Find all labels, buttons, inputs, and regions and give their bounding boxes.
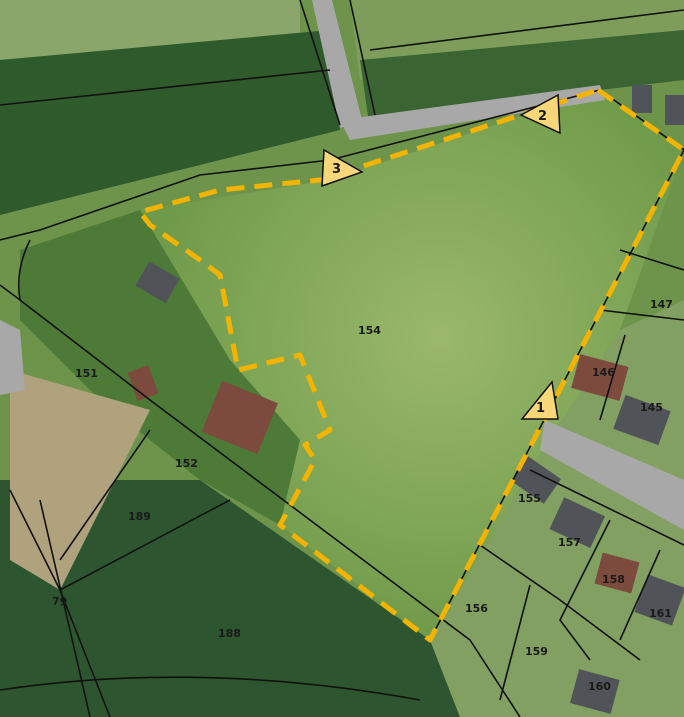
lower-forest (0, 480, 460, 717)
marker-3-flag (321, 148, 364, 188)
parcel-label-79: 79 (52, 595, 67, 608)
parcel-label-157: 157 (558, 536, 581, 549)
parcel-label-147: 147 (650, 298, 673, 311)
marker-2-label: 2 (538, 109, 547, 124)
central-meadow (140, 90, 684, 640)
house-161 (634, 574, 684, 626)
house-145 (613, 394, 671, 446)
survey-boundary (137, 87, 684, 643)
parcel-label-161: 161 (649, 607, 672, 620)
parcel-label-152: 152 (175, 457, 198, 470)
parcel-label-151: 151 (75, 367, 98, 380)
parcel-label-188: 188 (218, 627, 241, 640)
parcel-label-189: 189 (128, 510, 151, 523)
parcel-label-159: 159 (525, 645, 548, 658)
building-large (201, 380, 278, 455)
upper-forest (0, 30, 340, 215)
marker-1-label: 1 (536, 401, 545, 416)
marker-2[interactable]: 2 (519, 93, 561, 135)
marker-1[interactable]: 1 (520, 380, 559, 420)
house-146 (571, 354, 629, 401)
house-158 (594, 552, 640, 594)
upper-right-forest (360, 30, 684, 130)
road-east-west (340, 85, 605, 140)
road-north (312, 0, 362, 128)
road-residential (540, 420, 684, 530)
house-top-right (632, 85, 652, 113)
residential-area (430, 300, 684, 717)
parcel-label-155: 155 (518, 492, 541, 505)
house-157 (549, 497, 606, 549)
lower-left-field (10, 370, 150, 590)
house-155 (511, 456, 561, 504)
house-160 (570, 669, 620, 714)
left-trees (20, 210, 300, 525)
parcel-label-146: 146 (592, 366, 615, 379)
building-small (127, 365, 159, 401)
marker-3[interactable]: 3 (321, 148, 364, 188)
marker-3-label: 3 (332, 162, 341, 177)
parcel-label-154: 154 (358, 324, 381, 337)
parcel-label-156: 156 (465, 602, 488, 615)
marker-1-flag (520, 380, 559, 420)
house-top-right-2 (665, 95, 684, 125)
parcel-label-160: 160 (588, 680, 611, 693)
road-west (0, 320, 25, 395)
parcel-label-145: 145 (640, 401, 663, 414)
parcel-label-158: 158 (602, 573, 625, 586)
building-shed (135, 261, 180, 304)
marker-2-flag (519, 93, 561, 135)
